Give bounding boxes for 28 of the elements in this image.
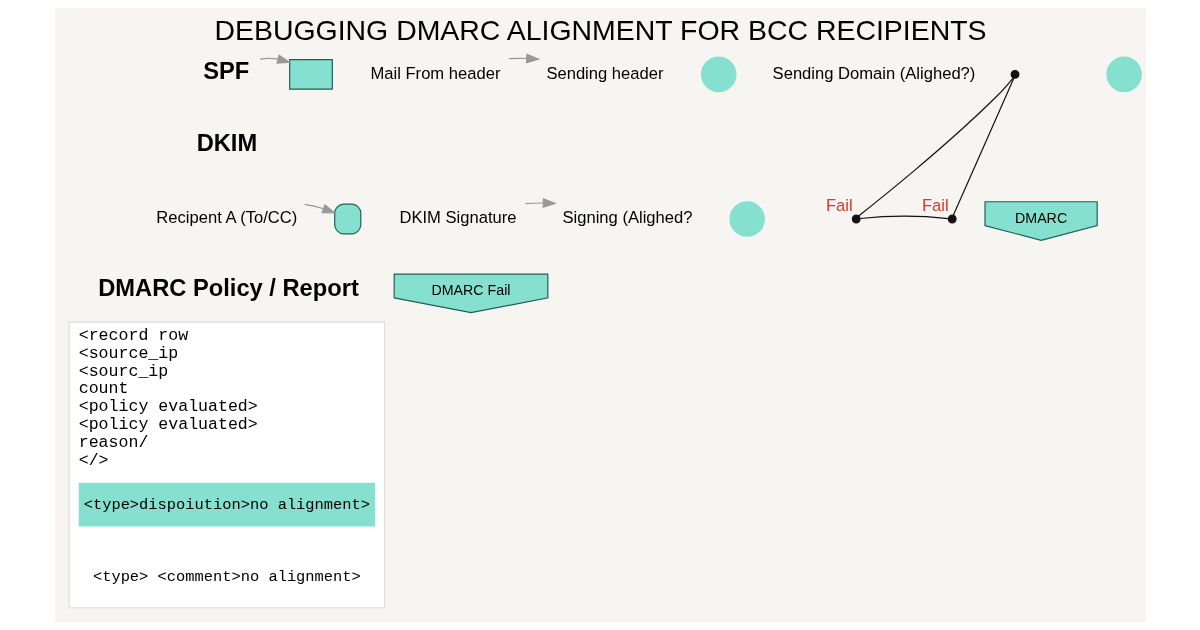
node-label: Fail [921, 195, 949, 215]
arrow [258, 54, 291, 64]
connector [952, 77, 1014, 216]
node-text: Mail From header [370, 63, 500, 83]
node-dot [851, 214, 861, 224]
connector [857, 77, 1014, 217]
node-text: DMARC Policy / Report [97, 275, 359, 302]
node-box: <type>dispoiution>no alignment> [78, 482, 375, 527]
node-text: <type> <comment>no alignment> [92, 567, 361, 586]
node-text: Sending Domain (Alighed?) [772, 63, 975, 83]
node-dot [947, 214, 957, 224]
node-dot [1010, 69, 1019, 79]
node-lock [333, 203, 361, 235]
diagram-title: DEBUGGING DMARC ALIGNMENT FOR BCC RECIPIENTS [213, 14, 987, 47]
node-circle [728, 201, 765, 237]
node-circle [1105, 56, 1142, 93]
node-text: Signing (Alighed? [561, 208, 692, 228]
node-text: Sending header [545, 63, 663, 83]
node-text: DKIM Signature [398, 208, 516, 228]
arrow [524, 198, 557, 208]
node-envelope [288, 59, 333, 90]
node-text: SPF [202, 58, 249, 85]
arrow [303, 203, 336, 214]
connector [859, 215, 949, 220]
node-label: Fail [825, 195, 853, 215]
node-text: Recipent A (To/CC) [155, 208, 297, 228]
node-text: DKIM [196, 130, 257, 157]
node-circle [700, 56, 736, 93]
